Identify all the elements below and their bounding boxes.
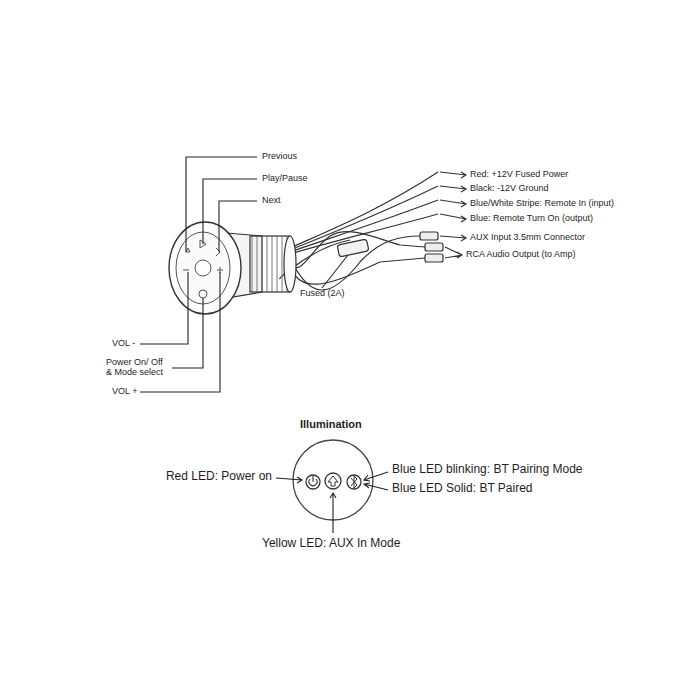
connector-label: AUX Input 3.5mm Connector [470, 232, 585, 242]
button-label: Previous [262, 151, 297, 161]
wire-label: Red: +12V Fused Power [470, 169, 568, 179]
button-label: VOL - [112, 338, 135, 348]
section-heading: Illumination [300, 418, 362, 431]
led-label: Blue LED Solid: BT Paired [392, 482, 533, 496]
button-label: VOL + [112, 386, 137, 396]
button-label: Next [262, 195, 281, 205]
wire-label: Blue: Remote Turn On (output) [470, 213, 593, 223]
button-label: Power On/ Off & Mode select [106, 357, 170, 378]
button-label: Play/Pause [262, 173, 308, 183]
wire-label: Blue/White Stripe: Remote In (input) [470, 198, 614, 208]
led-label: Yellow LED: AUX In Mode [262, 537, 400, 551]
fuse-label: Fused (2A) [300, 288, 345, 298]
led-label: Blue LED blinking: BT Pairing Mode [392, 463, 583, 477]
connector-label: RCA Audio Output (to Amp) [466, 249, 576, 259]
wire-label: Black: -12V Ground [470, 183, 549, 193]
led-label: Red LED: Power on [166, 470, 272, 484]
